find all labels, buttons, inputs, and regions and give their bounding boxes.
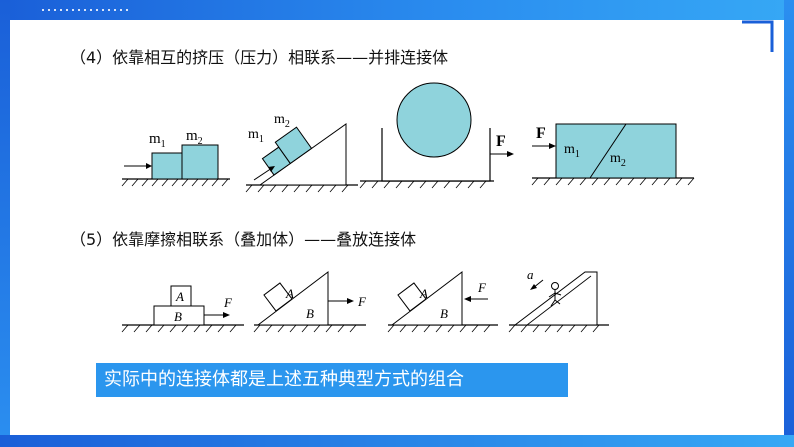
summary-banner: 实际中的连接体都是上述五种典型方式的组合: [96, 363, 568, 397]
block-A: [397, 282, 427, 312]
block-m2: [181, 144, 219, 180]
diagram-stacked-blocks: A B F: [121, 285, 244, 333]
diagram-split-block: F m1 m2: [531, 123, 695, 186]
label-m2: m2: [274, 112, 290, 130]
label-F: F: [536, 125, 546, 142]
label-A: A: [175, 289, 184, 304]
label-a: a: [527, 267, 534, 282]
corner-decoration-icon: [742, 20, 774, 52]
label-F: F: [223, 295, 233, 310]
label-m1: m1: [248, 127, 264, 145]
label-B: B: [174, 309, 182, 324]
diagram-person-on-incline: a: [508, 267, 609, 333]
label-m1: m1: [564, 142, 580, 160]
block-m2: [274, 126, 313, 165]
diagram-wedge-pulled: A B F: [253, 270, 367, 333]
label-A: A: [285, 286, 294, 301]
incline-ramp: [513, 271, 598, 326]
ramp-surface-line: [526, 275, 592, 326]
split-block: [555, 123, 677, 179]
block-A: [170, 285, 192, 307]
frame-dots-decoration: [40, 8, 130, 12]
diagram-blocks-on-incline: m1 m2: [245, 112, 358, 193]
label-m1: m1: [149, 131, 166, 150]
bottom-frame-bar: [0, 435, 794, 447]
wedge-B: [390, 270, 463, 326]
section-5-title: （5）依靠摩擦相联系（叠加体）——叠放连接体: [70, 230, 417, 249]
diagram-ball-in-box: F: [359, 82, 514, 189]
section-4-title: （4）依靠相互的挤压（压力）相联系——并排连接体: [70, 48, 449, 67]
ball: [396, 82, 472, 158]
top-frame-bar: [0, 0, 794, 20]
wedge-B: [256, 270, 329, 326]
label-F: F: [496, 133, 506, 150]
block-A: [263, 282, 293, 312]
diagram-wedge-pushed: A B F: [387, 270, 498, 333]
label-F: F: [477, 280, 487, 295]
block-m1: [151, 152, 183, 180]
person-figure: [548, 282, 562, 307]
label-B: B: [306, 306, 314, 321]
label-m2: m2: [186, 128, 203, 147]
right-frame-bar: [784, 0, 794, 447]
left-frame-bar: [0, 0, 10, 447]
label-m2: m2: [610, 151, 626, 169]
label-F: F: [357, 294, 367, 309]
diagram-side-by-side-blocks: m1 m2: [121, 128, 230, 187]
label-B: B: [440, 306, 448, 321]
label-A: A: [419, 286, 428, 301]
